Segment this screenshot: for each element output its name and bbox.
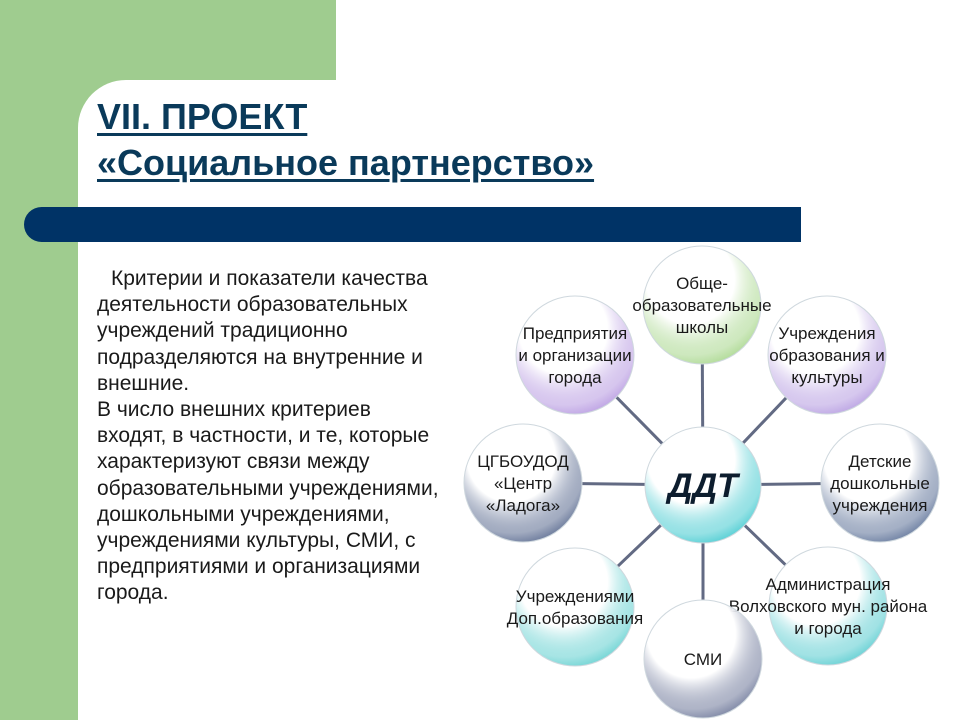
preschool-label: учреждения	[833, 496, 928, 515]
connector-culture	[741, 396, 788, 445]
connector-enterprises	[615, 395, 664, 445]
enterprises-node: Предприятия и организации города	[515, 295, 635, 415]
enterprises-label: и организации	[518, 346, 631, 365]
center-node: ДДТ	[644, 426, 762, 544]
preschool-label: Детские	[849, 452, 912, 471]
schools-label: Обще-	[676, 274, 728, 293]
admin-circle	[768, 546, 888, 666]
ladoga-label: ЦГБОУДОД	[477, 452, 569, 471]
additional-circle	[515, 547, 635, 667]
ladoga-node: ЦГБОУДОД «Центр «Ладога»	[463, 423, 583, 543]
admin-label: Волховского мун. района	[729, 597, 928, 616]
body-paragraph: Критерии и показатели качества деятельно…	[97, 267, 428, 395]
additional-label: Учреждениями	[516, 587, 634, 606]
culture-node: Учреждения образования и культуры	[767, 295, 887, 415]
enterprises-label: города	[548, 368, 602, 387]
connector-preschool	[760, 482, 822, 486]
preschool-circle	[820, 423, 940, 543]
schools-node: Обще-образовательные школы	[632, 245, 772, 365]
additional-label: Доп.образования	[507, 609, 643, 628]
enterprises-label: Предприятия	[523, 324, 628, 343]
preschool-node: Детские дошкольные учреждения	[820, 423, 940, 543]
partner-nodes: Обще-образовательные школы Учреждения образ…	[463, 245, 940, 719]
culture-label: образования и	[769, 346, 885, 365]
schools-circle	[642, 245, 762, 365]
center-circle	[644, 426, 762, 544]
title-line-1: VII. ПРОЕКТ	[97, 96, 308, 137]
body-paragraph: В число внешних критериев входят, в част…	[97, 398, 439, 605]
media-node: СМИ	[643, 599, 763, 719]
connector-ladoga	[581, 482, 646, 486]
admin-label: и города	[794, 619, 862, 638]
culture-circle	[767, 295, 887, 415]
connector-lines	[581, 363, 822, 600]
media-label: СМИ	[684, 650, 722, 669]
ladoga-circle	[463, 423, 583, 543]
culture-label: культуры	[791, 368, 862, 387]
slide-title: VII. ПРОЕКТ «Социальное партнерство»	[97, 94, 594, 186]
title-line-2: «Социальное партнерство»	[97, 142, 595, 183]
body-text: Критерии и показатели качества деятельно…	[97, 266, 442, 607]
ladoga-label: «Центр	[494, 474, 552, 493]
preschool-label: дошкольные	[830, 474, 930, 493]
title-divider-bar	[24, 207, 801, 242]
admin-label: Администрация	[766, 575, 891, 594]
media-circle	[643, 599, 763, 719]
connector-additional	[616, 523, 663, 568]
enterprises-circle	[515, 295, 635, 415]
schools-label: школы	[676, 318, 729, 337]
connector-admin	[743, 524, 787, 567]
center-label: ДДТ	[665, 467, 741, 505]
schools-label: образовательные	[632, 296, 771, 315]
culture-label: Учреждения	[778, 324, 875, 343]
ladoga-label: «Ладога»	[486, 496, 560, 515]
